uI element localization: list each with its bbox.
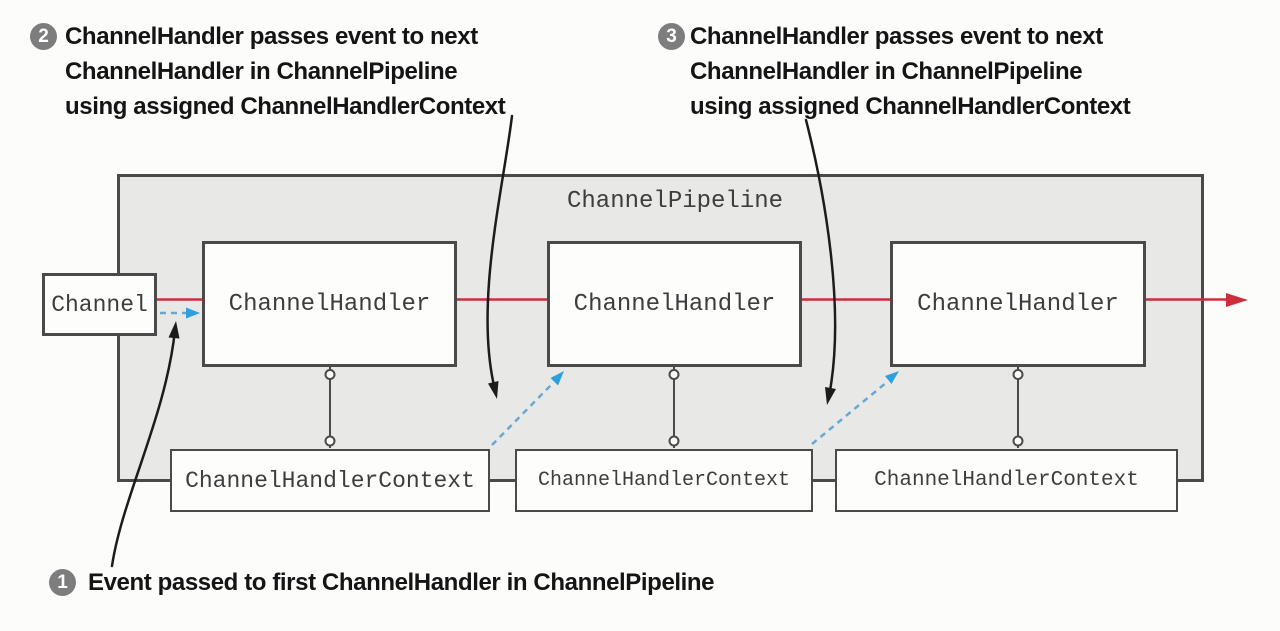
channel-box: Channel [42,273,157,336]
annotation-line: Event passed to first ChannelHandler in … [88,569,715,596]
channel-pipeline-label: ChannelPipeline [567,188,784,215]
channel-handler-label-1: ChannelHandler [228,290,431,318]
step-2-badge: 2 [30,23,57,50]
annotation-line: ChannelHandler in ChannelPipeline [690,58,1083,85]
annotation-line: using assigned ChannelHandlerContext [65,93,506,120]
channel-handler-label-2: ChannelHandler [573,290,776,318]
channel-handler-context-box-3: ChannelHandlerContext [835,449,1178,512]
annotation-step-3: ChannelHandler passes event to next Chan… [690,19,1131,124]
channel-handler-box-2: ChannelHandler [547,241,802,367]
annotation-step-1: Event passed to first ChannelHandler in … [88,569,715,596]
channel-handler-context-box-2: ChannelHandlerContext [515,449,813,512]
annotation-line: ChannelHandler in ChannelPipeline [65,58,458,85]
step-1-badge: 1 [49,569,76,596]
annotation-line: ChannelHandler passes event to next [690,23,1103,50]
step-3-badge: 3 [658,23,685,50]
channel-handler-label-3: ChannelHandler [917,290,1119,318]
channel-label: Channel [51,291,148,318]
annotation-line: ChannelHandler passes event to next [65,23,478,50]
channel-handler-box-1: ChannelHandler [202,241,457,367]
event-flow-arrowhead [1226,293,1248,307]
channel-handler-context-label-3: ChannelHandlerContext [874,469,1139,492]
channel-handler-context-box-1: ChannelHandlerContext [170,449,490,512]
channel-handler-box-3: ChannelHandler [890,241,1146,367]
annotation-line: using assigned ChannelHandlerContext [690,93,1131,120]
annotation-step-2: ChannelHandler passes event to next Chan… [65,19,506,124]
channel-handler-context-label-1: ChannelHandlerContext [185,467,475,494]
channel-handler-context-label-2: ChannelHandlerContext [537,469,791,492]
